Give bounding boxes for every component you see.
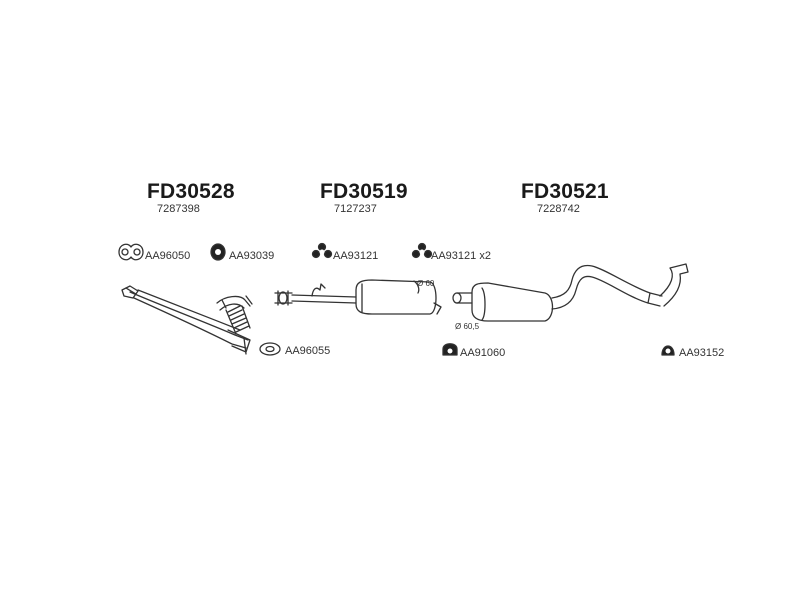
rubber-mount-icon (311, 242, 333, 259)
rubber-mount-icon (210, 243, 226, 261)
middle-silencer-drawing (274, 279, 442, 315)
part-label-aa93039: AA93039 (229, 250, 275, 262)
gasket-icon (259, 342, 281, 356)
part-label-aa96050: AA96050 (145, 250, 191, 262)
part-label-aa93121-x2: AA93121 x2 (431, 250, 491, 262)
diameter-label-60: Ø 60 (417, 279, 435, 288)
part-label-aa93152: AA93152 (679, 347, 725, 359)
part-label-aa96055: AA96055 (285, 345, 331, 357)
group-ref-7228742: 7228742 (537, 203, 580, 215)
hanger-icon (661, 345, 675, 356)
group-ref-7287398: 7287398 (157, 203, 200, 215)
rear-silencer-drawing (452, 263, 689, 322)
part-label-aa91060: AA91060 (460, 347, 506, 359)
rubber-mount-icon (411, 242, 433, 259)
group-title-fd30528: FD30528 (147, 180, 235, 203)
gasket-icon (118, 243, 144, 261)
diameter-label-60-5: Ø 60,5 (455, 322, 480, 331)
part-label-aa93121: AA93121 (333, 250, 379, 262)
group-ref-7127237: 7127237 (334, 203, 377, 215)
group-title-fd30519: FD30519 (320, 180, 408, 203)
clamp-icon (442, 343, 458, 356)
group-title-fd30521: FD30521 (521, 180, 609, 203)
front-pipe-drawing (121, 285, 253, 355)
